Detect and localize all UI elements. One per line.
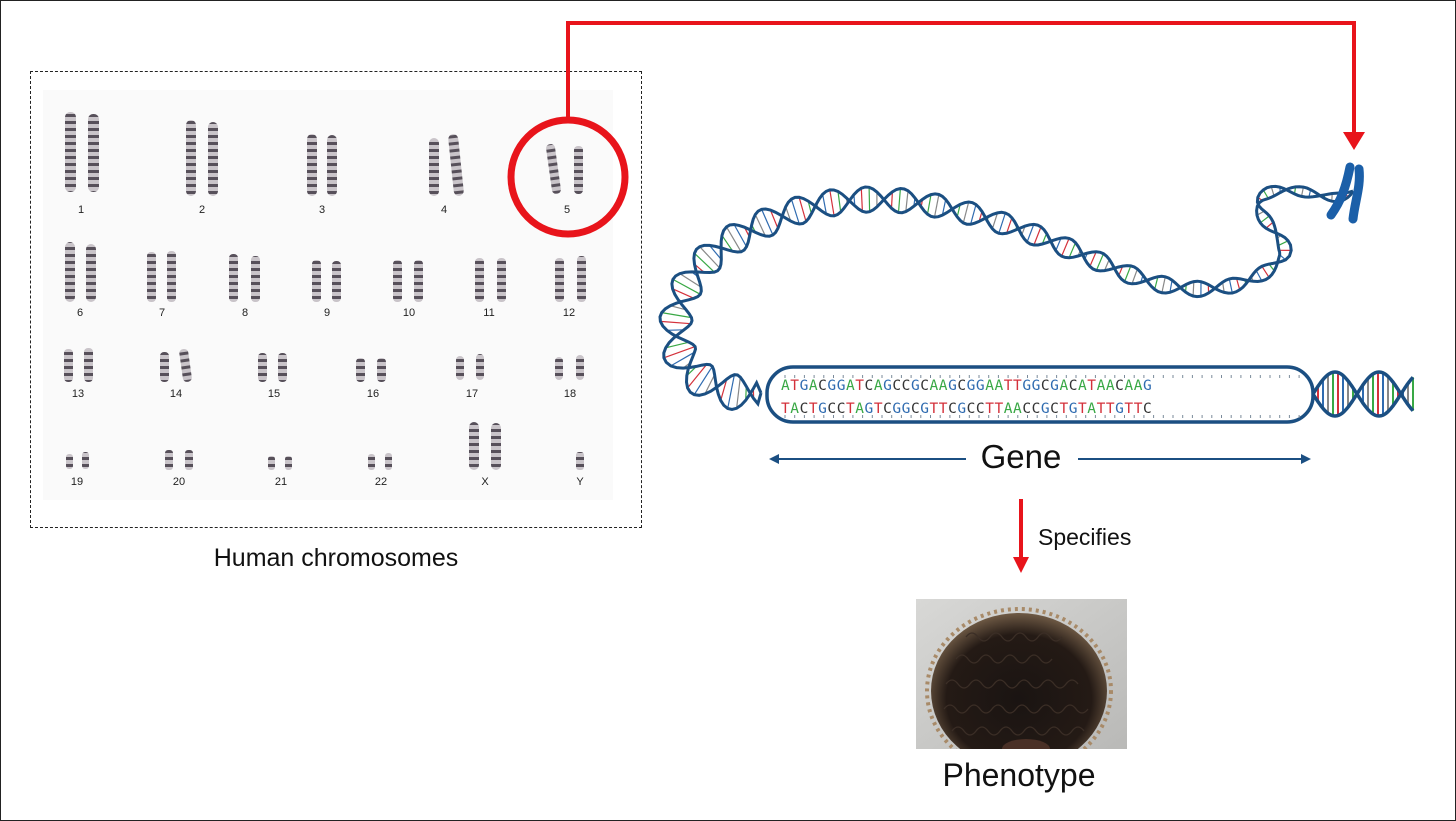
- svg-text:22: 22: [375, 476, 387, 488]
- phenotype-image: [916, 599, 1127, 749]
- svg-text:2: 2: [199, 204, 205, 216]
- chromosome-pair-14: 14: [160, 348, 192, 400]
- chromosome-pair-12: 12: [555, 256, 586, 319]
- chromosome-pair-7: 7: [147, 251, 176, 319]
- svg-text:11: 11: [483, 307, 494, 319]
- svg-text:8: 8: [242, 307, 248, 319]
- chromosome-y: Y: [576, 452, 584, 488]
- chromosome-pair-10: 10: [393, 260, 423, 319]
- chromosome-pair-21: 21: [268, 456, 292, 488]
- chromosome-5-highlight-circle: [507, 116, 629, 238]
- chromosome-pair-11: 11: [475, 258, 506, 319]
- svg-text:X: X: [481, 476, 489, 488]
- dna-helix: [658, 184, 1415, 418]
- chromosome-pair-17: 17: [456, 354, 484, 400]
- svg-text:16: 16: [367, 388, 379, 400]
- chromosome-pair-16: 16: [356, 358, 386, 400]
- chromosome-pair-2: 2: [186, 120, 218, 216]
- chromosome-pair-3: 3: [307, 134, 337, 216]
- specifies-label: Specifies: [1038, 524, 1132, 550]
- svg-text:Y: Y: [576, 476, 584, 488]
- chromosome-pair-20: 20: [165, 450, 193, 488]
- svg-text:7: 7: [159, 307, 165, 319]
- chromosome-icon: [1326, 162, 1364, 224]
- chromosome-pair-5: 5: [546, 144, 583, 216]
- karyotype-panel: 1 2 3 4 5: [30, 71, 642, 528]
- svg-text:5: 5: [564, 204, 570, 216]
- svg-text:21: 21: [275, 476, 287, 488]
- chromosome-pair-8: 8: [229, 254, 260, 319]
- specifies-arrow: [1013, 499, 1029, 573]
- chromosome-pair-9: 9: [312, 260, 341, 319]
- svg-text:18: 18: [564, 388, 576, 400]
- svg-text:20: 20: [173, 476, 185, 488]
- gene-span-arrow: [769, 454, 1311, 464]
- connector-arrow: [566, 21, 1356, 137]
- chromosome-pair-19: 19: [66, 452, 89, 488]
- svg-text:14: 14: [170, 388, 182, 400]
- svg-text:10: 10: [403, 307, 415, 319]
- chromosome-pair-18: 18: [555, 355, 584, 400]
- svg-text:9: 9: [324, 307, 330, 319]
- karyotype-caption: Human chromosomes: [213, 544, 459, 572]
- connector-arrowhead: [1343, 132, 1365, 150]
- chromosome-pair-4: 4: [429, 134, 464, 216]
- chromosome-pair-13: 13: [64, 348, 93, 400]
- svg-text:12: 12: [563, 307, 575, 319]
- gene-sequence-top: ATGACGGATCAGCCGCAAGCGGAATTGGCGACATAACAAG: [781, 378, 1152, 394]
- svg-text:3: 3: [319, 204, 325, 216]
- chromosome-pair-15: 15: [258, 353, 287, 400]
- svg-text:19: 19: [71, 476, 83, 488]
- svg-text:15: 15: [268, 388, 280, 400]
- chromosome-pair-6: 6: [65, 242, 96, 319]
- svg-text:17: 17: [466, 388, 478, 400]
- gene-base-pairs: [784, 375, 1300, 418]
- svg-text:1: 1: [78, 204, 84, 216]
- gene-segment: ATGACGGATCAGCCGCAAGCGGAATTGGCGACATAACAAG…: [765, 365, 1315, 424]
- chromosome-pair-22: 22: [368, 453, 392, 488]
- chromosome-pair-1: 1: [65, 112, 99, 216]
- phenotype-label: Phenotype: [942, 757, 1096, 793]
- gene-label: Gene: [980, 438, 1062, 475]
- svg-text:13: 13: [72, 388, 84, 400]
- gene-sequence-bottom: TACTGCCTAGTCGGCGTTCGCCTTAACCGCTGTATTGTTC: [781, 401, 1152, 417]
- karyotype-image: 1 2 3 4 5: [43, 90, 613, 500]
- svg-text:4: 4: [441, 204, 447, 216]
- chromosome-pair-x: X: [469, 422, 501, 488]
- svg-text:6: 6: [77, 307, 83, 319]
